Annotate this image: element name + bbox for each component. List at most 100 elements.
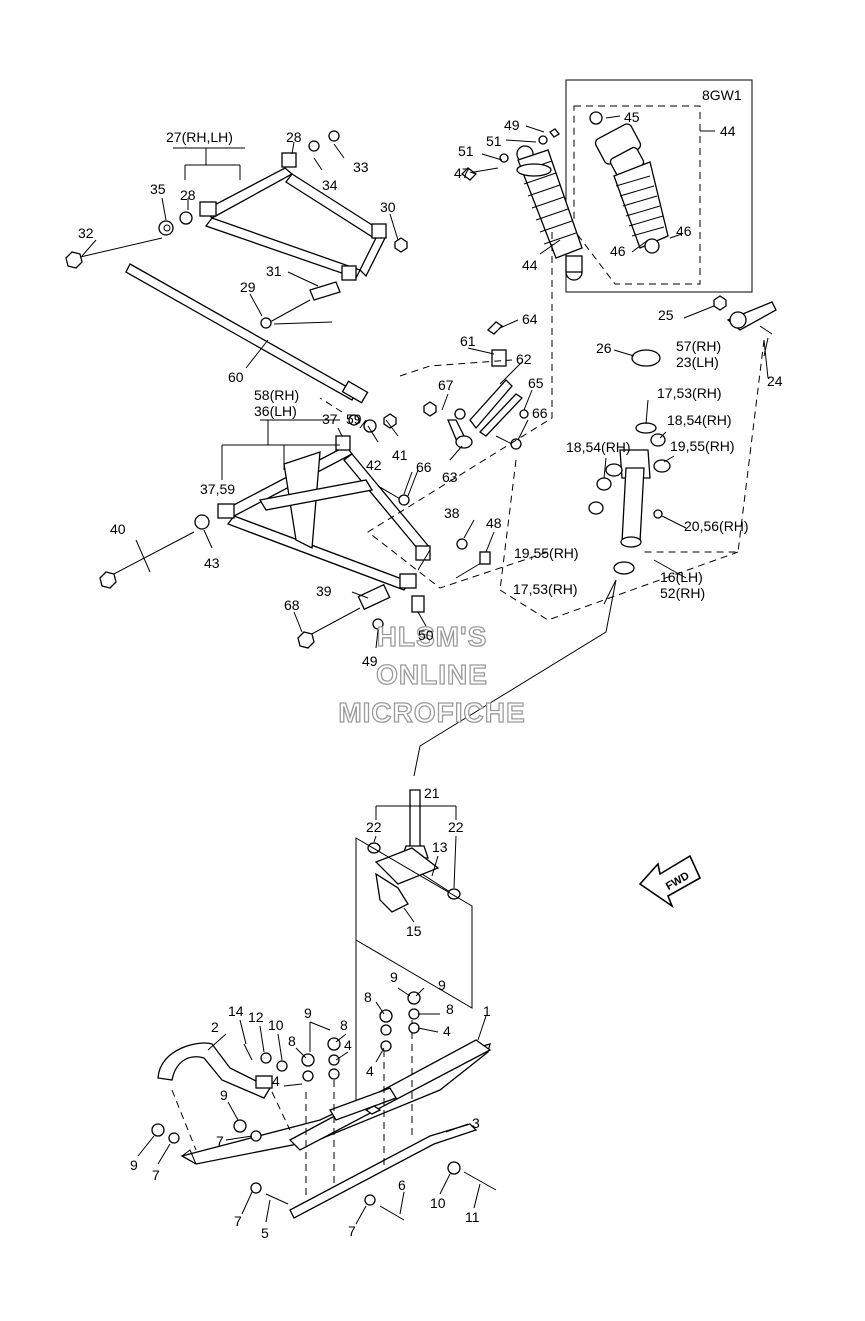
watermark-line-2: ONLINE xyxy=(376,659,488,690)
callout-11: 11 xyxy=(465,1209,480,1225)
callout-18-54: 18,54(RH) xyxy=(667,412,732,428)
callout-40: 40 xyxy=(110,521,126,537)
callout-16: 16(LH) xyxy=(660,569,703,585)
callout-27: 27(RH,LH) xyxy=(166,129,233,145)
callout-46: 46 xyxy=(676,223,692,239)
model-box-label: 8GW1 xyxy=(702,87,742,103)
callout-68: 68 xyxy=(284,597,300,613)
callout-28: 28 xyxy=(286,129,302,145)
callout-58: 58(RH) xyxy=(254,387,299,403)
callout-43: 43 xyxy=(204,555,220,571)
callout-25: 25 xyxy=(658,307,674,323)
callout-12: 12 xyxy=(248,1009,264,1025)
callout-37: 37 xyxy=(322,411,338,427)
callout-67: 67 xyxy=(438,377,454,393)
callout-65: 65 xyxy=(528,375,544,391)
callout-8: 8 xyxy=(446,1001,454,1017)
callout-19-55: 19,55(RH) xyxy=(670,438,735,454)
callout-9: 9 xyxy=(438,977,446,993)
callout-51: 51 xyxy=(486,133,502,149)
fwd-arrow-icon: FWD xyxy=(638,854,702,909)
callout-19-55: 19,55(RH) xyxy=(514,545,579,561)
callout-38: 38 xyxy=(444,505,460,521)
callout-5: 5 xyxy=(261,1225,269,1241)
callout-51: 51 xyxy=(458,143,474,159)
callout-66: 66 xyxy=(532,405,548,421)
lower-a-arm xyxy=(99,413,491,649)
watermark-line-3: MICROFICHE xyxy=(338,697,525,728)
callout-64: 64 xyxy=(522,311,538,327)
callout-28: 28 xyxy=(180,187,196,203)
callout-23: 23(LH) xyxy=(676,354,719,370)
callout-42: 42 xyxy=(366,457,382,473)
callout-labels: 1 2 3 4 4 4 4 5 6 7 7 7 7 8 8 8 8 9 9 9 … xyxy=(78,109,783,1241)
upper-a-arm xyxy=(65,130,408,329)
callout-48: 48 xyxy=(486,515,502,531)
callout-66: 66 xyxy=(416,459,432,475)
callout-9: 9 xyxy=(390,969,398,985)
callout-7: 7 xyxy=(152,1167,160,1183)
callout-36: 36(LH) xyxy=(254,403,297,419)
callout-35: 35 xyxy=(150,181,166,197)
callout-22: 22 xyxy=(366,819,382,835)
callout-46: 46 xyxy=(610,243,626,259)
callout-17-53: 17,53(RH) xyxy=(513,581,578,597)
callout-49: 49 xyxy=(362,653,378,669)
callout-15: 15 xyxy=(406,923,422,939)
callout-4: 4 xyxy=(344,1037,352,1053)
callout-7: 7 xyxy=(234,1213,242,1229)
callout-10: 10 xyxy=(430,1195,446,1211)
model-variant-box: 8GW1 xyxy=(565,79,753,293)
leader-lines xyxy=(81,115,769,1225)
shock-absorber-8gw1 xyxy=(589,111,669,254)
callout-41: 41 xyxy=(392,447,408,463)
callout-3: 3 xyxy=(472,1115,480,1131)
callout-44: 44 xyxy=(720,123,736,139)
callout-50: 50 xyxy=(418,627,434,643)
callout-59: 59 xyxy=(346,411,362,427)
callout-47: 47 xyxy=(454,165,470,181)
callout-63: 63 xyxy=(442,469,458,485)
callout-52: 52(RH) xyxy=(660,585,705,601)
callout-21: 21 xyxy=(424,785,440,801)
callout-9: 9 xyxy=(130,1157,138,1173)
callout-4: 4 xyxy=(366,1063,374,1079)
callout-34: 34 xyxy=(322,177,338,193)
callout-29: 29 xyxy=(240,279,256,295)
callout-39: 39 xyxy=(316,583,332,599)
callout-10: 10 xyxy=(268,1017,284,1033)
callout-7: 7 xyxy=(348,1223,356,1239)
callout-33: 33 xyxy=(353,159,369,175)
callout-4: 4 xyxy=(272,1073,280,1089)
callout-37-59: 37,59 xyxy=(200,481,235,497)
callout-9: 9 xyxy=(220,1087,228,1103)
assembly-outline xyxy=(319,232,739,777)
callout-14: 14 xyxy=(228,1003,244,1019)
callout-61: 61 xyxy=(460,333,476,349)
callout-2: 2 xyxy=(211,1019,219,1035)
callout-9: 9 xyxy=(304,1005,312,1021)
callout-60: 60 xyxy=(228,369,244,385)
watermark: HLSM'S ONLINE MICROFICHE xyxy=(338,620,526,728)
callout-8: 8 xyxy=(340,1017,348,1033)
stabilizer-bar xyxy=(125,263,369,404)
callout-20-56: 20,56(RH) xyxy=(684,518,749,534)
callout-57: 57(RH) xyxy=(676,338,721,354)
callout-31: 31 xyxy=(266,263,282,279)
callout-24: 24 xyxy=(767,373,783,389)
callout-8: 8 xyxy=(364,989,372,1005)
callout-49: 49 xyxy=(504,117,520,133)
callout-62: 62 xyxy=(516,351,532,367)
callout-26: 26 xyxy=(596,340,612,356)
stabilizer-link-bracket xyxy=(423,321,529,450)
callout-13: 13 xyxy=(432,839,448,855)
callout-30: 30 xyxy=(380,199,396,215)
callout-7: 7 xyxy=(216,1133,224,1149)
callout-4: 4 xyxy=(443,1023,451,1039)
shock-absorber xyxy=(461,128,583,281)
callout-6: 6 xyxy=(398,1177,406,1193)
spindle-group xyxy=(588,295,777,575)
ski-assembly xyxy=(151,789,497,1221)
callout-8: 8 xyxy=(288,1033,296,1049)
